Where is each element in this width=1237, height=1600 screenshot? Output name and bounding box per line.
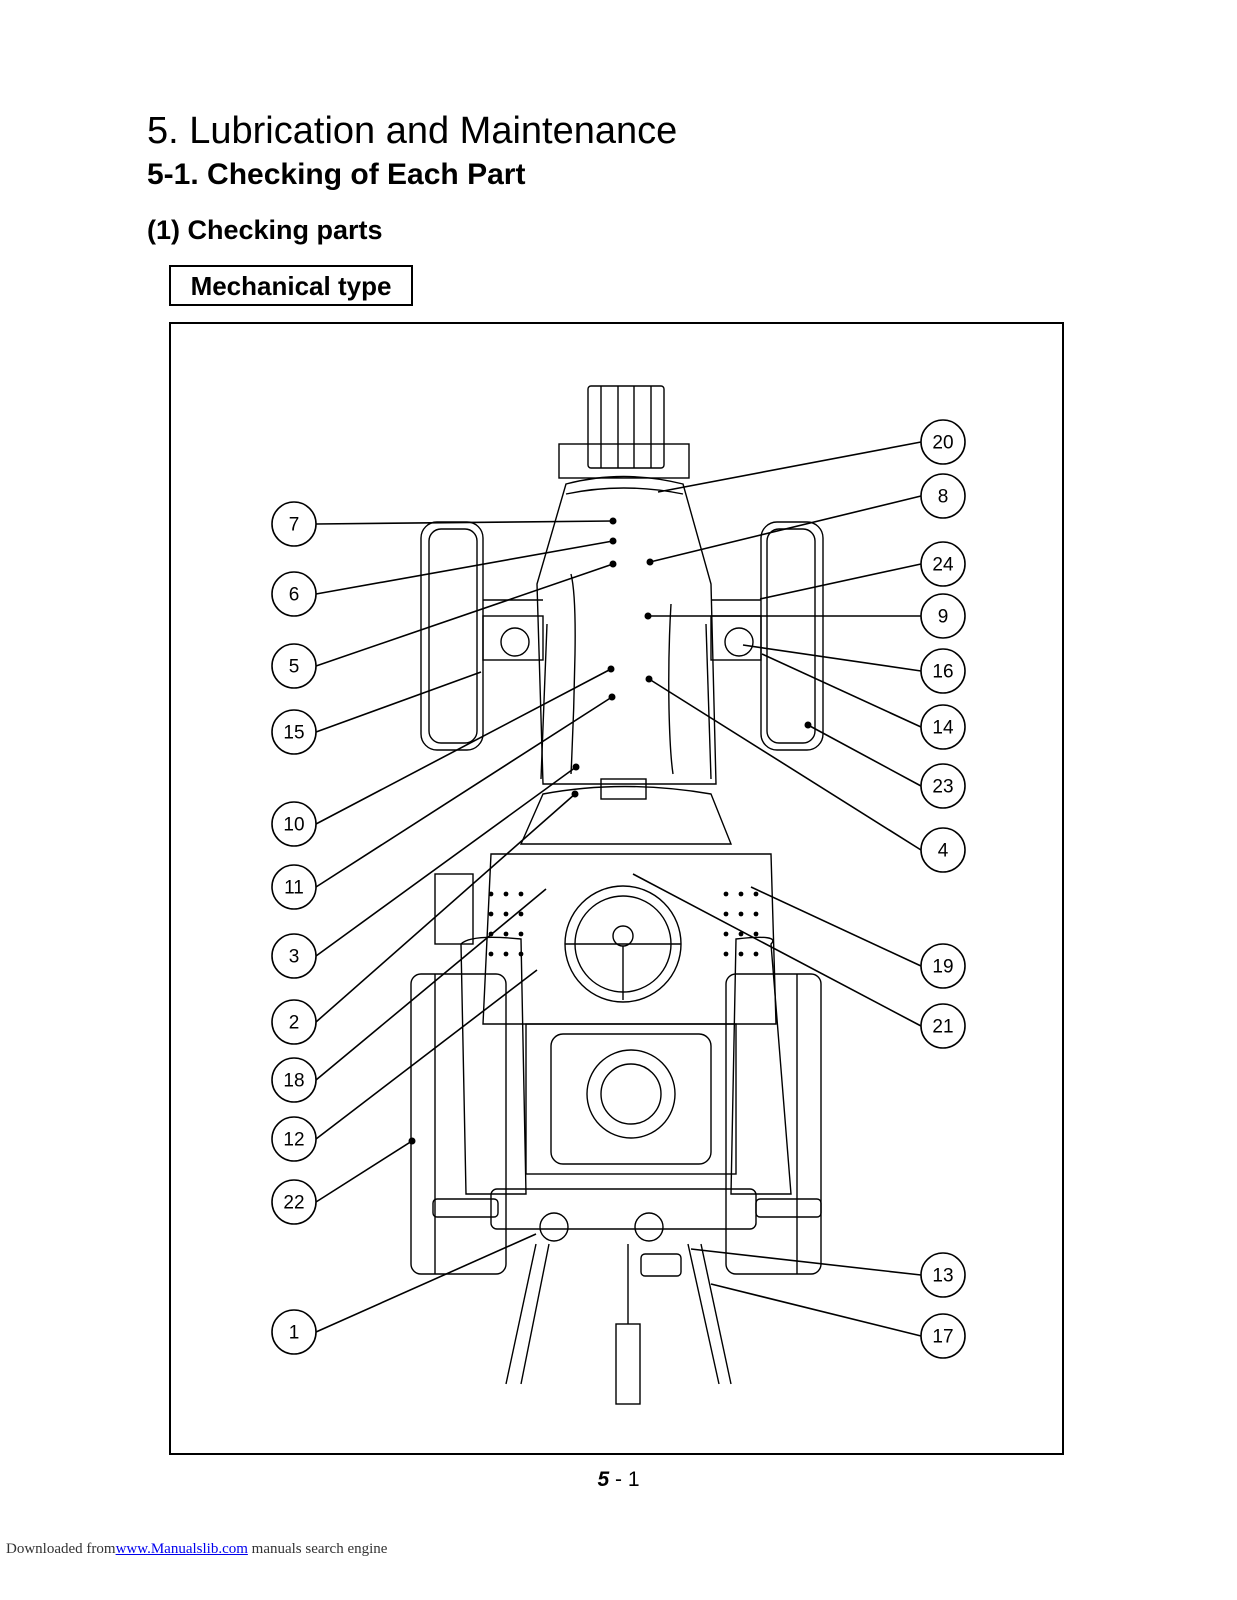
- manualslib-link[interactable]: www.Manualslib.com: [115, 1541, 248, 1557]
- callout-label: 14: [932, 718, 954, 739]
- callout-label: 23: [932, 777, 953, 798]
- callout-label: 10: [283, 815, 304, 836]
- callout-label: 24: [932, 555, 954, 576]
- callout-label: 19: [932, 957, 953, 978]
- callout-label: 12: [283, 1130, 304, 1151]
- callout-label: 7: [289, 515, 300, 536]
- section-title: 5-1. Checking of Each Part: [147, 158, 526, 191]
- page-number-separator: -: [615, 1468, 622, 1491]
- callout-label: 4: [938, 841, 949, 862]
- callout-label: 13: [932, 1266, 953, 1287]
- callout-label: 20: [932, 433, 953, 454]
- callout-label: 16: [932, 662, 953, 683]
- callout-label: 2: [289, 1013, 300, 1034]
- chapter-title: 5. Lubrication and Maintenance: [147, 110, 678, 152]
- callout-label: 3: [289, 947, 300, 968]
- subsection-title: (1) Checking parts: [147, 215, 383, 245]
- page-number-chapter: 5: [597, 1468, 610, 1491]
- figure-type-label: Mechanical type: [169, 265, 413, 306]
- callout-label: 1: [289, 1323, 300, 1344]
- callout-label: 17: [932, 1327, 953, 1348]
- page-number: 5 - 1: [0, 1468, 1237, 1492]
- footer-prefix: Downloaded from: [6, 1541, 116, 1557]
- download-footer: Downloaded fromwww.Manualslib.com manual…: [6, 1541, 387, 1558]
- footer-suffix: manuals search engine: [251, 1541, 388, 1557]
- callout-label: 21: [932, 1017, 953, 1038]
- callout-label: 6: [289, 585, 300, 606]
- callout-label: 15: [283, 723, 304, 744]
- callout-label: 11: [284, 878, 304, 899]
- callout-label: 9: [938, 607, 949, 628]
- callout-label: 18: [283, 1071, 304, 1092]
- callout-label: 8: [938, 487, 949, 508]
- tractor-drawing: 7 6 5 15 10 11 3 2 18 12 22 1 20 8 24 9 …: [271, 385, 966, 1405]
- callout-label: 22: [283, 1193, 304, 1214]
- page-number-page: 1: [627, 1468, 640, 1491]
- tractor-diagram: 7 6 5 15 10 11 3 2 18 12 22 1 20 8 24 9 …: [169, 322, 1064, 1455]
- callout-label: 5: [289, 657, 300, 678]
